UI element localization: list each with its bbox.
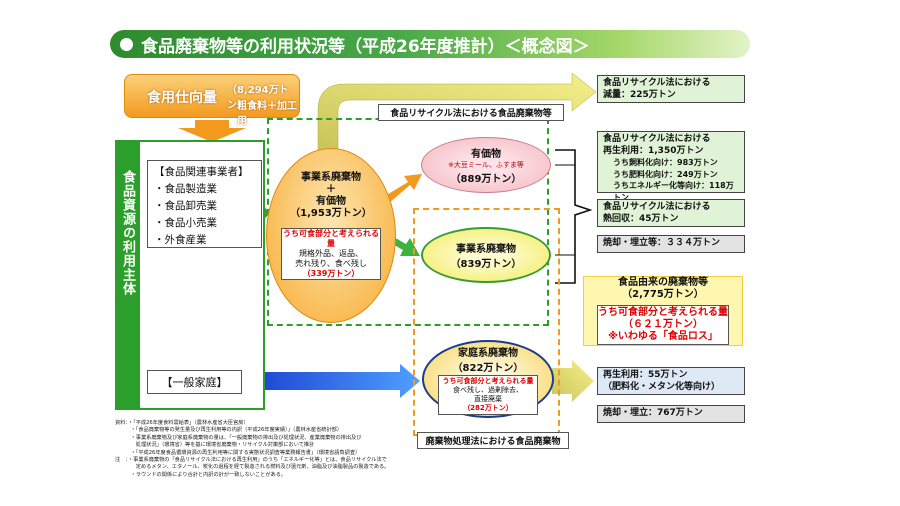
arrow-egg-yuka — [385, 174, 422, 203]
note-line: ・「食品廃棄物等の発生量及び再生利用等の内訳（平成26年度実績）」（農林水産省統… — [115, 427, 343, 434]
reuse-line4: うち肥料化向け：249万トン — [613, 169, 718, 179]
household-red-amount: （282万トン） — [463, 403, 513, 412]
reduce-line1: 食品リサイクル法における — [603, 78, 711, 88]
landfill-box-1: 焼却・埋立等：３３４万トン — [597, 235, 745, 253]
business-waste-amount: （839万トン） — [450, 259, 522, 270]
household-waste-ellipse: 家庭系廃棄物 （822万トン） うち可食部分と考えられる量 食べ残し、過剰除去、… — [422, 340, 554, 418]
egg-line3: 有価物 — [316, 196, 346, 207]
household-body2: 直接廃棄 — [474, 394, 502, 403]
egg-red-amount: （339万トン） — [302, 269, 360, 278]
household-waste-amount: （822万トン） — [452, 362, 524, 374]
shokuyo-box: 食用仕向量 （8,294万トン） 粗食料＋加工用 — [124, 74, 300, 127]
household-reuse-line1: 再生利用：55万トン — [603, 370, 688, 380]
reduce-line2: 減量：225万トン — [603, 89, 676, 100]
note-line: ・事業系廃棄物及び家庭系廃棄物の量は、「一般廃棄物の排出及び処理状況、産業廃棄物… — [115, 434, 362, 441]
business-waste-title: 事業系廃棄物 — [456, 244, 516, 255]
valuables-ellipse: 有価物 ※大豆ミール、ふすま等 （889万トン） — [421, 137, 551, 193]
recycle-law-label-text: 食品リサイクル法における食品廃棄物等 — [390, 109, 552, 119]
household-red-title: うち可食部分と考えられる量 — [442, 376, 534, 385]
valuables-amount: （889万トン） — [450, 174, 522, 185]
reuse-line1: 食品リサイクル法における — [603, 134, 711, 144]
business-item: ・食品小売業 — [154, 217, 217, 229]
waste-law-label-text: 廃棄物処理法における食品廃棄物 — [425, 437, 561, 447]
household-edible-box: うち可食部分と考えられる量 食べ残し、過剰除去、 直接廃棄 （282万トン） — [438, 374, 538, 415]
bracket — [555, 149, 593, 284]
reuse-line5: うちエネルギー化等向け：118万トン — [613, 181, 734, 202]
entity-label: 食品資源の利用主体 — [115, 140, 140, 410]
heat-recovery-box: 食品リサイクル法における 熱回収：45万トン — [597, 199, 745, 227]
egg-line4: （1,953万トン） — [290, 208, 372, 219]
egg-line2: ＋ — [326, 184, 336, 195]
egg-line1: 事業系廃棄物 — [301, 172, 361, 183]
loss-line1: 食品由来の廃棄物等 — [618, 277, 708, 288]
bullet-icon — [120, 37, 133, 51]
business-list: 【食品関連事業者】 ・食品製造業 ・食品卸売業 ・食品小売業 ・外食産業 — [147, 160, 262, 248]
household-box: 【一般家庭】 — [147, 370, 242, 394]
note-line: ・「平成26年度食品循環資源の再生利用等に関する実態状況調査等業務報告書」（環境… — [115, 449, 361, 456]
reuse-box: 食品リサイクル法における 再生利用：1,350万トン うち飼料化向け：983万ト… — [597, 131, 745, 202]
note-line: 定めるメタン、エタノール、炭化の過程を経て製造される燃料及び還元剤、油脂及び油脂… — [115, 464, 390, 471]
down-arrow-shokuyo — [178, 120, 246, 142]
valuables-note: ※大豆ミール、ふすま等 — [448, 161, 524, 169]
valuables-title: 有価物 — [471, 149, 501, 160]
egg-red-title: うち可食部分と考えられる量 — [283, 229, 379, 248]
heat-line1: 食品リサイクル法における — [603, 202, 711, 212]
business-item: ・外食産業 — [154, 234, 207, 246]
title-bar: 食品廃棄物等の利用状況等（平成26年度推計）＜概念図＞ — [110, 30, 750, 58]
arrow-katei-right — [552, 360, 594, 402]
source-notes: 資料：・「平成26年度食料需給表」（農林水産省大臣官房） ・「食品廃棄物等の発生… — [115, 420, 420, 479]
loss-inner-box: うち可食部分と考えられる量 （６２１万トン） ※いわゆる「食品ロス」 — [597, 305, 729, 345]
business-item: ・食品卸売業 — [154, 200, 217, 212]
landfill-text-1: 焼却・埋立等：３３４万トン — [603, 238, 721, 248]
egg-red-body2: 売れ残り、食べ残し — [295, 259, 367, 268]
landfill-box-2: 焼却・埋立：767万トン — [597, 405, 745, 423]
waste-law-label: 廃棄物処理法における食品廃棄物 — [417, 432, 569, 449]
page-title: 食品廃棄物等の利用状況等（平成26年度推計）＜概念図＞ — [141, 36, 590, 57]
food-loss-box: 食品由来の廃棄物等 （2,775万トン） うち可食部分と考えられる量 （６２１万… — [583, 276, 743, 346]
heat-line2: 熱回収：45万トン — [603, 213, 679, 224]
reduce-arrow — [317, 72, 597, 151]
household-reuse-box: 再生利用：55万トン （肥料化・メタン化等向け） — [597, 367, 745, 395]
household-reuse-line2: （肥料化・メタン化等向け） — [603, 381, 721, 392]
business-header: 【食品関連事業者】 — [154, 166, 249, 178]
shokuyo-label: 食用仕向量 — [147, 90, 217, 106]
note-line: 処理状況」（環境省）等を基に環境省廃棄物・リサイクル対策部において推計 — [115, 442, 315, 449]
reuse-line2: 再生利用：1,350万トン — [603, 145, 704, 156]
reduce-box: 食品リサイクル法における 減量：225万トン — [597, 75, 745, 103]
loss-red3: ※いわゆる「食品ロス」 — [608, 331, 718, 342]
shokuyo-amount: （8,294万トン） — [227, 85, 289, 111]
arrow-household-katei — [244, 364, 420, 398]
household-label: 【一般家庭】 — [161, 376, 228, 389]
household-body1: 食べ残し、過剰除去、 — [453, 385, 523, 394]
business-waste-ellipse: 事業系廃棄物 （839万トン） — [421, 227, 551, 283]
household-waste-title: 家庭系廃棄物 — [458, 347, 518, 359]
egg-edible-box: うち可食部分と考えられる量 規格外品、返品、 売れ残り、食べ残し （339万トン… — [281, 228, 381, 280]
reuse-line3: うち飼料化向け：983万トン — [613, 158, 718, 167]
shokuyo-sub: 粗食料＋加工用 — [237, 101, 297, 127]
business-item: ・食品製造業 — [154, 183, 217, 195]
note-line: ・ラウンドの関係により合計と内訳の計が一致しないことがある。 — [115, 471, 287, 478]
loss-line2: （2,775万トン） — [622, 289, 704, 300]
recycle-law-label: 食品リサイクル法における食品廃棄物等 — [378, 104, 564, 121]
note-line: 資料：・「平成26年度食料需給表」（農林水産省大臣官房） — [115, 420, 249, 426]
loss-red2: （６２１万トン） — [623, 319, 703, 330]
loss-red1: うち可食部分と考えられる量 — [598, 307, 728, 318]
egg-red-body1: 規格外品、返品、 — [299, 249, 363, 258]
landfill-text-2: 焼却・埋立：767万トン — [603, 408, 703, 418]
note-line: 注 ：・事業系廃棄物の「食品リサイクル法における再生利用」のうち「エネルギー化等… — [115, 457, 387, 464]
egg-text: 事業系廃棄物 ＋ 有価物 （1,953万トン） — [280, 172, 382, 220]
